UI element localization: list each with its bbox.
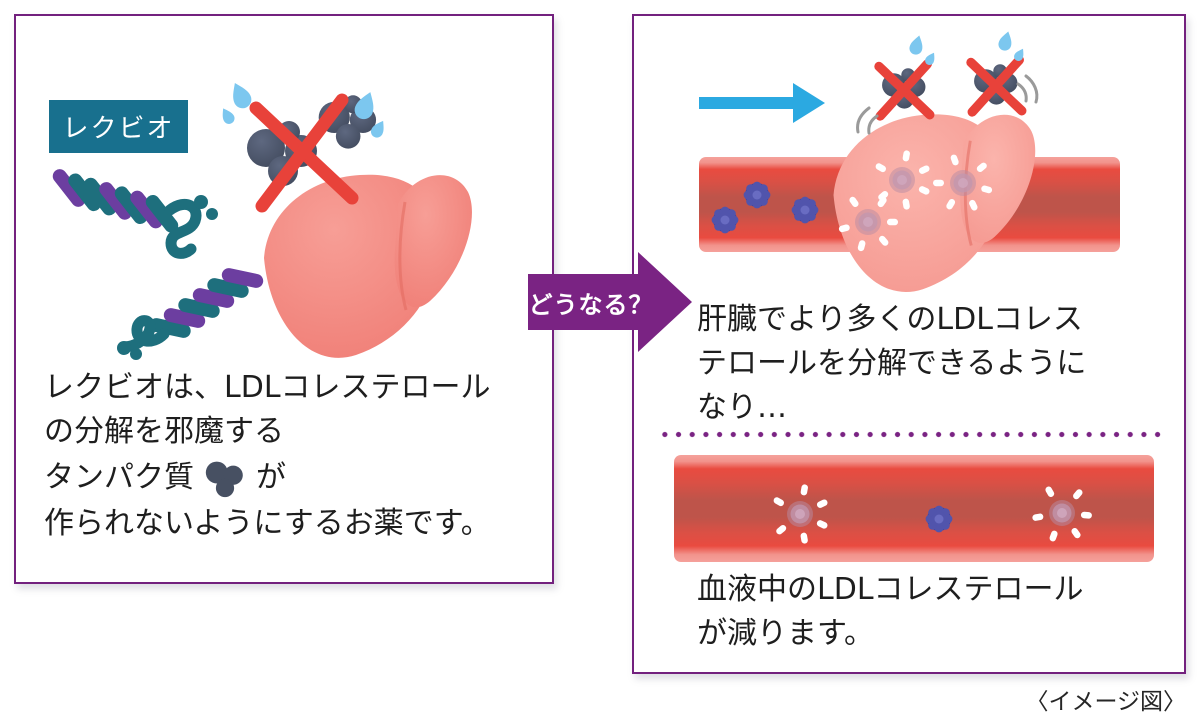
left-panel-illustration <box>52 79 474 360</box>
sirna-icon <box>117 268 264 360</box>
description-line: レクビオは、LDLコレステロール <box>44 370 491 405</box>
image-note: 〈イメージ図〉 <box>1025 689 1186 715</box>
what-happens-label: どうなる？ <box>528 290 654 319</box>
result-1-text: 肝臓でより多くのLDLコレス テロールを分解できるように なり… <box>697 298 1086 430</box>
description-line: 作られないようにするお薬です。 <box>44 506 491 541</box>
drug-name-label: レクビオ <box>49 100 188 153</box>
result-line: 血液中のLDLコレステロール <box>697 572 1084 607</box>
drug-name-text: レクビオ <box>62 114 175 144</box>
dotted-divider <box>656 431 1168 438</box>
description-text: が <box>256 460 286 495</box>
right-panel-illustration <box>674 29 1154 562</box>
ldl-particle-icon <box>791 196 819 224</box>
protein-icon <box>205 461 243 498</box>
motion-lines-icon <box>856 74 1039 135</box>
result-panel: 肝臓でより多くのLDLコレス テロールを分解できるように なり… 血液中のLDL… <box>632 14 1186 674</box>
description-text: タンパク質 <box>44 460 194 495</box>
ldl-particle-icon <box>925 505 953 533</box>
liver-icon <box>262 173 474 360</box>
blocked-protein-icon <box>874 59 935 121</box>
big-arrow-icon <box>528 252 692 352</box>
ldl-particle-icon <box>711 206 739 234</box>
description-line: タンパク質 が <box>44 454 491 502</box>
result-line: なり… <box>697 390 787 425</box>
liver-icon <box>832 112 1037 294</box>
result-2-text: 血液中のLDLコレステロール が減ります。 <box>697 568 1084 656</box>
sirna-icon <box>52 169 218 259</box>
result-line: が減ります。 <box>697 616 874 651</box>
description-line: の分解を邪魔する <box>44 414 284 449</box>
mechanism-panel: レクビオ レクビオは、LDLコレステロール の分解を邪魔する タンパク質 が 作… <box>14 14 554 584</box>
mechanism-description: レクビオは、LDLコレステロール の分解を邪魔する タンパク質 が 作られないよ… <box>44 366 491 546</box>
what-happens-arrow: どうなる？ <box>528 250 696 354</box>
result-line: テロールを分解できるように <box>697 346 1087 381</box>
cross-icon <box>249 93 359 213</box>
ldl-particle-icon <box>743 181 771 209</box>
blood-vessel <box>674 455 1154 562</box>
blocked-protein-icon <box>966 55 1027 117</box>
result-line: 肝臓でより多くのLDLコレス <box>697 302 1083 337</box>
flow-arrow-icon <box>699 83 825 123</box>
